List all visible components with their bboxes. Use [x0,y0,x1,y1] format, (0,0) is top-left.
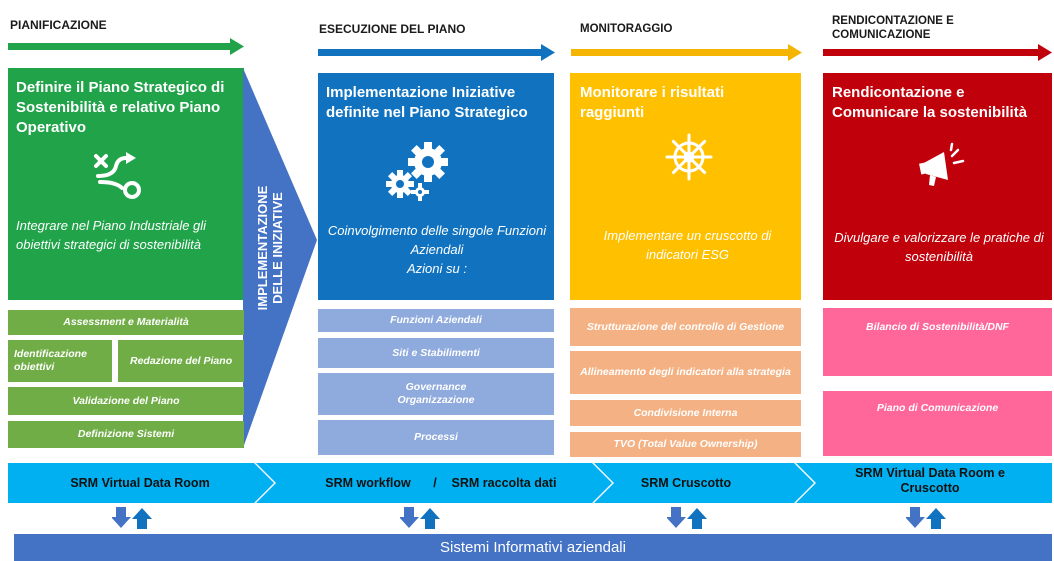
implementation-label: IMPLEMENTAZIONE DELLE INIZIATIVE [255,185,285,311]
phase-title-pianificazione: PIANIFICAZIONE [10,18,107,32]
srm-raccolta-dati: SRM raccolta dati [451,476,557,490]
updown-arrows-icon [667,507,707,529]
phase-arrow-blue [318,44,555,61]
updown-arrows-icon [112,507,152,529]
item-condivisione: Condivisione Interna [570,400,801,426]
box-esecuzione-title: Implementazione Iniziative definite nel … [326,84,528,121]
box-monitoraggio-title: Monitorare i risultati raggiunti [580,84,725,121]
item-redazione: Redazione del Piano [118,340,244,382]
box-pianificazione-title: Definire il Piano Strategico di Sostenib… [16,79,225,136]
srm-separator: / [433,476,437,490]
phase-title-monitoraggio: MONITORAGGIO [580,23,673,35]
item-strutturazione: Strutturazione del controllo di Gestione [570,308,801,346]
item-piano-comunicazione: Piano di Comunicazione [823,391,1052,456]
srm-virtual-data-room: SRM Virtual Data Room [70,476,210,490]
item-processi: Processi [318,420,554,455]
phase-arrow-red [823,44,1052,61]
item-assessment: Assessment e Materialità [8,310,244,335]
srm-process-bar [8,463,1052,503]
srm-cruscotto: SRM Cruscotto [640,476,732,490]
phase-title-esecuzione: ESECUZIONE DEL PIANO [319,22,466,36]
updown-arrows-icon [400,507,440,529]
item-allineamento: Allineamento degli indicatori alla strat… [570,351,801,394]
box-monitoraggio [570,73,801,300]
item-identificazione: Identificazione obiettivi [8,340,112,382]
item-validazione: Validazione del Piano [8,387,244,415]
megaphone-icon [919,142,965,186]
box-esecuzione-desc: Coinvolgimento delle singole Funzioni Az… [327,223,547,276]
box-monitoraggio-desc: Implementare un cruscotto di indicatori … [603,228,772,262]
box-rendicontazione-desc: Divulgare e valorizzare le pratiche di s… [834,230,1044,264]
route-icon [94,152,141,199]
updown-arrows-icon [906,507,946,529]
bottom-bar-label: Sistemi Informativi aziendali [440,539,626,556]
box-rendicontazione [823,73,1052,300]
gears-icon [386,142,448,201]
box-esecuzione [318,73,554,300]
bottom-bar [14,534,1052,561]
item-definizione: Definizione Sistemi [8,421,244,448]
item-tvo: TVO (Total Value Ownership) [570,432,801,457]
box-pianificazione-desc: Integrare nel Piano Industriale gli obie… [16,218,207,252]
item-governance: Governance Organizzazione [318,373,554,415]
phase-arrow-green [8,38,244,55]
box-rendicontazione-title: Rendicontazione e Comunicare la sostenib… [832,84,1028,121]
ship-wheel-icon [665,133,713,181]
phase-title-rendicontazione: RENDICONTAZIONE E COMUNICAZIONE [832,15,954,41]
item-funzioni-aziendali: Funzioni Aziendali [318,309,554,332]
implementation-chevron [243,68,317,448]
phase-arrow-yellow [571,44,802,61]
item-bilancio: Bilancio di Sostenibilità/DNF [823,308,1052,376]
item-siti-stabilimenti: Siti e Stabilimenti [318,338,554,368]
srm-workflow: SRM workflow [325,476,411,490]
srm-virtual-data-room-cruscotto: SRM Virtual Data Room e Cruscotto [855,466,1005,495]
